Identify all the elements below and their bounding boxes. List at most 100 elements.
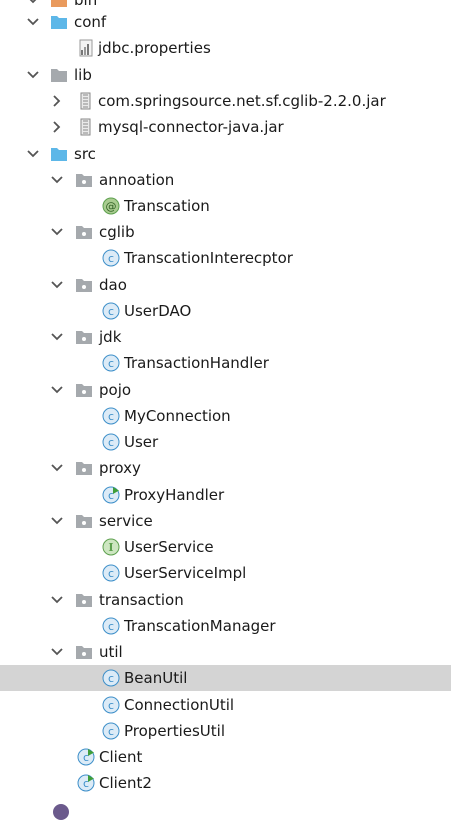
tree-node-package-service[interactable]: service <box>0 508 451 534</box>
tree-node-label: TranscationManager <box>124 617 276 635</box>
class-icon: c <box>102 722 120 740</box>
svg-text:c: c <box>83 751 89 764</box>
tree-node-conf[interactable]: conf <box>0 9 451 35</box>
chevron-right-icon[interactable] <box>48 91 66 111</box>
tree-node-lib[interactable]: lib <box>0 62 451 88</box>
tree-node-package-jdk[interactable]: jdk <box>0 324 451 350</box>
tree-node-label: PropertiesUtil <box>124 722 226 740</box>
class-icon: c <box>102 302 120 320</box>
package-icon <box>75 328 93 346</box>
svg-text:c: c <box>83 777 89 790</box>
tree-node-label: jdbc.properties <box>98 39 211 57</box>
svg-text:c: c <box>108 410 114 423</box>
class-icon: c <box>102 696 120 714</box>
tree-node-class-file[interactable]: c TranscationInterecptor <box>0 245 451 271</box>
tree-node-label: transaction <box>99 591 184 609</box>
tree-node-jdbc-properties[interactable]: jdbc.properties <box>0 35 451 61</box>
chevron-down-icon[interactable] <box>48 275 66 295</box>
tree-node-label: Client <box>99 748 143 766</box>
tree-node-package-pojo[interactable]: pojo <box>0 377 451 403</box>
package-icon <box>75 591 93 609</box>
tree-node-class-file[interactable]: c TranscationManager <box>0 613 451 639</box>
class-icon: c <box>102 354 120 372</box>
tree-node-label: BeanUtil <box>124 669 188 687</box>
runnable-class-icon: c <box>77 748 95 766</box>
tree-node-label: service <box>99 512 153 530</box>
chevron-down-icon[interactable] <box>48 458 66 478</box>
chevron-down-icon[interactable] <box>48 170 66 190</box>
chevron-down-icon[interactable] <box>48 511 66 531</box>
tree-node-label: MyConnection <box>124 407 231 425</box>
tree-node-label: UserService <box>124 538 214 556</box>
tree-node-class-file[interactable]: c Client2 <box>0 770 451 796</box>
chevron-down-icon[interactable] <box>48 380 66 400</box>
tree-node-package-annoation[interactable]: annoation <box>0 167 451 193</box>
tree-node-class-file[interactable]: c MyConnection <box>0 403 451 429</box>
chevron-down-icon[interactable] <box>48 327 66 347</box>
svg-text:c: c <box>108 567 114 580</box>
tree-node-class-file[interactable]: c TransactionHandler <box>0 350 451 376</box>
tree-node-label: mysql-connector-java.jar <box>98 118 284 136</box>
tree-node-label: lib <box>74 66 92 84</box>
tree-node-label: User <box>124 433 159 451</box>
tree-node-label: bin <box>74 0 98 9</box>
chevron-down-icon[interactable] <box>48 222 66 242</box>
package-icon <box>75 512 93 530</box>
tree-node-package-util[interactable]: util <box>0 639 451 665</box>
tree-node-annotation-file[interactable]: @ Transcation <box>0 193 451 219</box>
module-icon <box>52 803 70 821</box>
package-icon <box>75 643 93 661</box>
source-folder-icon <box>50 145 68 163</box>
tree-node-class-file[interactable]: c ConnectionUtil <box>0 692 451 718</box>
tree-node-package-dao[interactable]: dao <box>0 272 451 298</box>
tree-node-label: jdk <box>99 328 122 346</box>
tree-node-package-proxy[interactable]: proxy <box>0 455 451 481</box>
tree-node-mysql-jar[interactable]: mysql-connector-java.jar <box>0 114 451 140</box>
tree-node-class-file[interactable]: c Client <box>0 744 451 770</box>
tree-node-package-cglib[interactable]: cglib <box>0 219 451 245</box>
svg-text:c: c <box>108 725 114 738</box>
tree-node-label: cglib <box>99 223 135 241</box>
folder-icon <box>50 66 68 84</box>
chevron-down-icon[interactable] <box>24 0 42 10</box>
tree-node-label: TransactionHandler <box>124 354 269 372</box>
tree-node-cglib-jar[interactable]: com.springsource.net.sf.cglib-2.2.0.jar <box>0 88 451 114</box>
tree-node-label: src <box>74 145 96 163</box>
chevron-down-icon[interactable] <box>24 65 42 85</box>
package-icon <box>75 223 93 241</box>
tree-node-class-file-selected[interactable]: c BeanUtil <box>0 665 451 691</box>
package-icon <box>75 171 93 189</box>
chevron-down-icon[interactable] <box>48 590 66 610</box>
tree-node-class-file[interactable]: c UserDAO <box>0 298 451 324</box>
svg-text:c: c <box>108 305 114 318</box>
tree-node-bin[interactable]: bin <box>0 0 451 13</box>
class-icon: c <box>102 669 120 687</box>
tree-node-class-file[interactable]: c PropertiesUtil <box>0 718 451 744</box>
folder-icon <box>50 0 68 9</box>
tree-node-src[interactable]: src <box>0 141 451 167</box>
runnable-class-icon: c <box>77 774 95 792</box>
chevron-down-icon[interactable] <box>48 642 66 662</box>
chevron-right-icon[interactable] <box>48 117 66 137</box>
tree-node-package-transaction[interactable]: transaction <box>0 587 451 613</box>
tree-node-label: ProxyHandler <box>124 486 225 504</box>
tree-node-class-file[interactable]: c ProxyHandler <box>0 482 451 508</box>
tree-node-interface-file[interactable]: I UserService <box>0 534 451 560</box>
class-icon: c <box>102 617 120 635</box>
chevron-down-icon[interactable] <box>24 144 42 164</box>
properties-file-icon <box>77 39 95 57</box>
svg-text:c: c <box>108 620 114 633</box>
svg-text:c: c <box>108 357 114 370</box>
annotation-icon: @ <box>102 197 120 215</box>
svg-text:c: c <box>108 699 114 712</box>
tree-node-label: Client2 <box>99 774 152 792</box>
package-icon <box>75 381 93 399</box>
tree-node-label: TranscationInterecptor <box>124 249 293 267</box>
chevron-down-icon[interactable] <box>24 12 42 32</box>
tree-node-label: com.springsource.net.sf.cglib-2.2.0.jar <box>98 92 386 110</box>
tree-node-class-file[interactable]: c User <box>0 429 451 455</box>
tree-node-partial-bottom[interactable] <box>0 799 451 825</box>
tree-node-label: Transcation <box>124 197 210 215</box>
class-icon: c <box>102 249 120 267</box>
tree-node-class-file[interactable]: c UserServiceImpl <box>0 560 451 586</box>
